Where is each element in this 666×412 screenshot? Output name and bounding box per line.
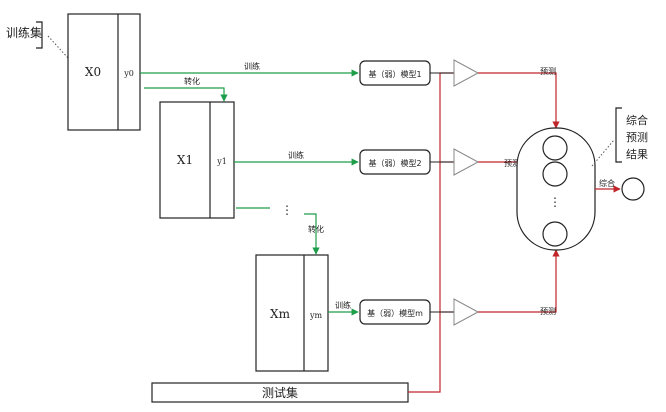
- result-label-line: 结果: [626, 148, 648, 161]
- ellipsis-vertical: ⋮: [281, 203, 293, 217]
- model-label: 基（弱）模型2: [368, 158, 421, 168]
- model-box-1: 基（弱）模型1: [359, 60, 431, 86]
- predict-label: 预测: [504, 158, 520, 168]
- result-node: [621, 177, 645, 201]
- model-box-m: 基（弱）模型m: [359, 299, 431, 325]
- block-y-label: ym: [309, 311, 323, 320]
- train-label: 训练: [335, 300, 351, 310]
- train-label: 训练: [244, 61, 260, 71]
- predictor-triangle-2: [453, 148, 480, 176]
- test-set-bar: 测试集: [151, 382, 409, 403]
- test-feed-line: [408, 72, 454, 393]
- block-y-label: y0: [123, 69, 134, 78]
- transform-label: 转化: [184, 76, 200, 86]
- ellipsis-vertical: ⋮: [549, 195, 561, 209]
- block-x-label: Xm: [270, 307, 291, 321]
- train-label: 训练: [288, 150, 304, 160]
- training-set-label: 训练集: [6, 25, 42, 40]
- predictor-triangle-1: [453, 59, 480, 87]
- transform-label: 转化: [308, 224, 324, 234]
- transform-arrow-2: [304, 213, 320, 255]
- meta-node-m: [542, 221, 568, 247]
- block-x-label: X1: [177, 153, 193, 167]
- model-label: 基（弱）模型m: [367, 308, 423, 318]
- result-label-line: 综合: [626, 113, 648, 127]
- training-set-pointer: [47, 35, 69, 59]
- data-block-xm: Xm ym: [255, 254, 329, 372]
- result-bracket: [615, 107, 622, 163]
- predict-label: 预测: [540, 66, 556, 76]
- combine-label: 综合: [599, 178, 615, 188]
- training-set-bracket: [36, 21, 43, 49]
- block-y-label: y1: [216, 157, 227, 166]
- predict-label: 预测: [540, 306, 556, 316]
- meta-node-2: [542, 161, 568, 187]
- predictor-triangle-m: [453, 298, 480, 326]
- meta-model: ⋮: [516, 127, 596, 251]
- model-box-2: 基（弱）模型2: [359, 149, 431, 175]
- result-label-line: 预测: [626, 131, 648, 144]
- result-pointer: [591, 139, 615, 167]
- predict-arrow-1: [478, 72, 560, 129]
- transform-arrow-1: [144, 87, 228, 102]
- data-block-x1: X1 y1: [159, 101, 235, 219]
- block-x-label: X0: [85, 65, 101, 79]
- model-label: 基（弱）模型1: [368, 69, 421, 79]
- test-set-label: 测试集: [262, 385, 298, 400]
- meta-node-1: [542, 135, 568, 161]
- data-block-x0: X0 y0: [67, 13, 141, 131]
- predict-arrow-m: [478, 249, 560, 313]
